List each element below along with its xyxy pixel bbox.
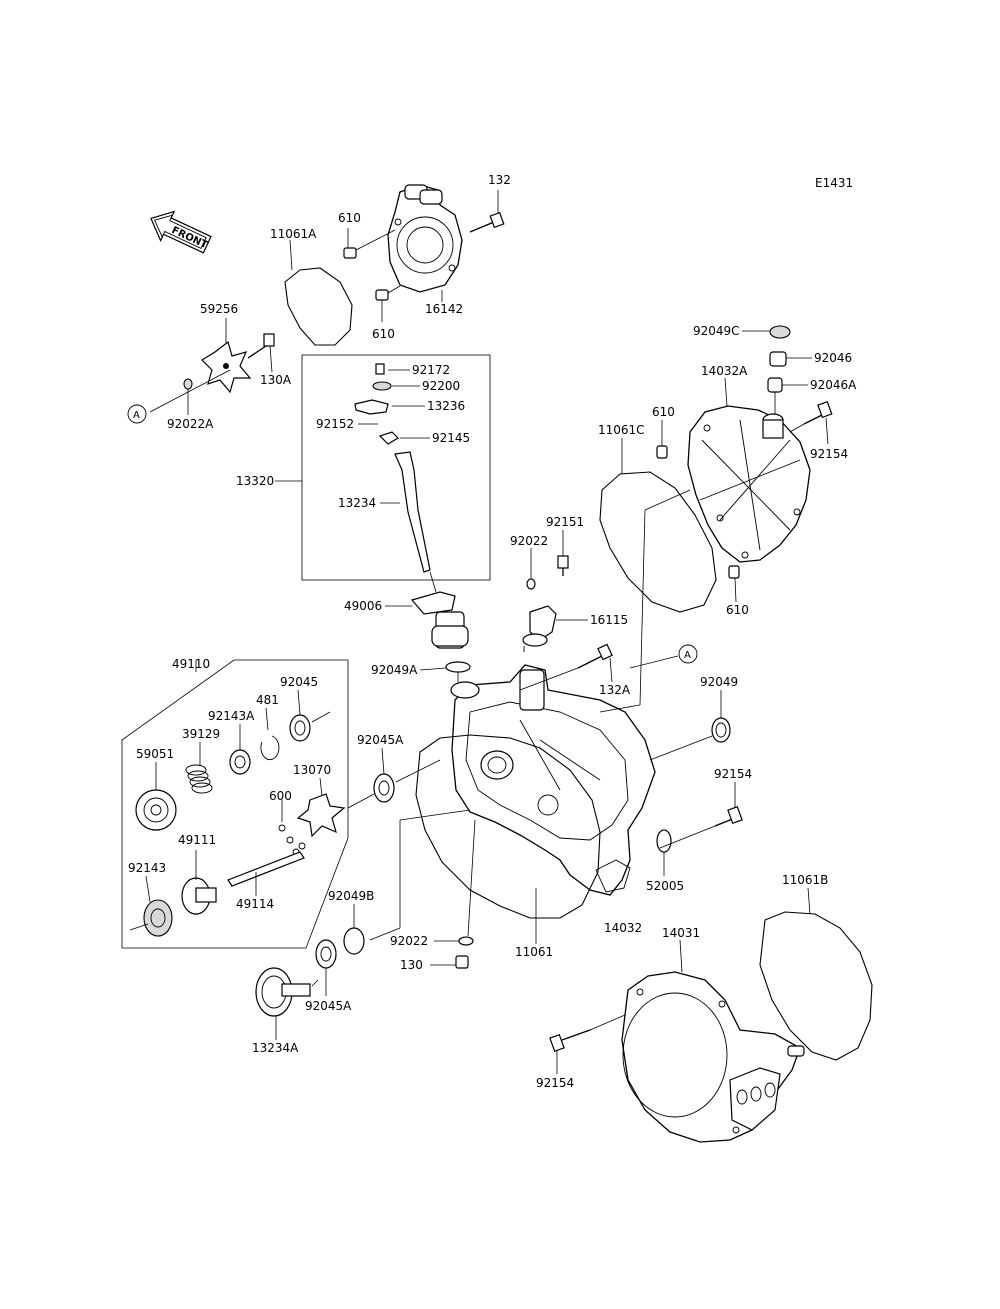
label-92045: 92045 xyxy=(280,675,318,689)
shaft-assembly-13320 xyxy=(354,363,431,573)
gear-13234A xyxy=(255,967,319,1040)
label-16142: 16142 xyxy=(425,302,463,316)
gasket-11061A xyxy=(284,267,353,346)
label-130: 130 xyxy=(400,958,423,972)
label-92154: 92154 xyxy=(810,447,848,461)
label-92200: 92200 xyxy=(422,379,460,393)
label-92045A: 92045A xyxy=(357,733,404,747)
gasket-11061B xyxy=(759,911,873,1061)
label-92022: 92022 xyxy=(390,934,428,948)
seal-92049C xyxy=(769,325,791,339)
label-11061C: 11061C xyxy=(598,423,645,437)
label-92143A: 92143A xyxy=(208,709,255,723)
gasket-11061C xyxy=(599,471,717,613)
water-pump-cover xyxy=(387,184,463,293)
label-13070: 13070 xyxy=(293,763,331,777)
label-13320: 13320 xyxy=(236,474,274,488)
front-arrow-icon: FRONT xyxy=(150,210,212,254)
impeller-59256 xyxy=(149,318,275,415)
label-92172: 92172 xyxy=(412,363,450,377)
seal-52005 xyxy=(656,829,672,853)
label-14032: 14032 xyxy=(604,921,642,935)
label-49110: 49110 xyxy=(172,657,210,671)
bolt-92151 xyxy=(557,530,569,576)
ref-marker-a-right: A xyxy=(678,644,698,664)
label-92154: 92154 xyxy=(536,1076,574,1090)
svg-text:A: A xyxy=(133,410,140,421)
gasket-11061 xyxy=(415,734,601,919)
label-92046A: 92046A xyxy=(810,378,857,392)
label-481: 481 xyxy=(256,693,279,707)
bolt-92154-bottom xyxy=(549,1014,626,1074)
label-610: 610 xyxy=(726,603,749,617)
assembly-box-13320 xyxy=(301,354,491,581)
label-130A: 130A xyxy=(260,373,292,387)
clutch-cover-14032 xyxy=(450,664,656,896)
label-49006: 49006 xyxy=(344,599,382,613)
seal-92049B xyxy=(343,927,365,955)
bearing-92045A-bottom xyxy=(315,939,337,969)
label-13234A: 13234A xyxy=(252,1041,299,1055)
label-610: 610 xyxy=(372,327,395,341)
label-92046: 92046 xyxy=(814,351,852,365)
label-14031: 14031 xyxy=(662,926,700,940)
part-labels: 132 610 11061A 610 16142 59256 130A 9202… xyxy=(128,173,857,1090)
label-11061B: 11061B xyxy=(782,873,828,887)
label-92151: 92151 xyxy=(546,515,584,529)
label-14032A: 14032A xyxy=(701,364,748,378)
label-92145: 92145 xyxy=(432,431,470,445)
label-11061A: 11061A xyxy=(270,227,317,241)
bushing-92046 xyxy=(769,351,787,367)
outer-cover-14032A xyxy=(687,377,811,563)
bearing-92045A-middle xyxy=(373,773,395,803)
dowel-610-right-bottom xyxy=(728,565,740,579)
ref-marker-a-left: A xyxy=(127,404,147,424)
label-13234: 13234 xyxy=(338,496,376,510)
label-92022A: 92022A xyxy=(167,417,214,431)
label-11061: 11061 xyxy=(515,945,553,959)
label-92049: 92049 xyxy=(700,675,738,689)
label-92022: 92022 xyxy=(510,534,548,548)
kit-box-49110 xyxy=(121,659,349,949)
label-49114: 49114 xyxy=(236,897,274,911)
label-92143: 92143 xyxy=(128,861,166,875)
bolt-92154-middle xyxy=(659,782,743,849)
label-52005: 52005 xyxy=(646,879,684,893)
diagram-code: E1431 xyxy=(815,176,853,190)
label-132A: 132A xyxy=(599,683,631,697)
label-16115: 16115 xyxy=(590,613,628,627)
filler-cap-16115 xyxy=(522,605,588,652)
oil-seal-92049 xyxy=(711,717,731,743)
kit-49110-parts xyxy=(129,689,346,937)
label-600: 600 xyxy=(269,789,292,803)
bolt-130 xyxy=(455,955,469,969)
label-92049C: 92049C xyxy=(693,324,740,338)
label-92049B: 92049B xyxy=(328,889,374,903)
label-92154: 92154 xyxy=(714,767,752,781)
label-39129: 39129 xyxy=(182,727,220,741)
label-49111: 49111 xyxy=(178,833,216,847)
oring-92049A xyxy=(445,661,471,673)
bolt-132 xyxy=(469,190,505,233)
label-59051: 59051 xyxy=(136,747,174,761)
label-92045A: 92045A xyxy=(305,999,352,1013)
bolt-92154-top xyxy=(789,400,833,445)
label-610: 610 xyxy=(652,405,675,419)
label-59256: 59256 xyxy=(200,302,238,316)
label-610: 610 xyxy=(338,211,361,225)
bushing-92046A xyxy=(767,377,783,393)
bolt-132A xyxy=(519,643,613,691)
washer-92022-top xyxy=(526,578,536,590)
washer-92022-bottom xyxy=(458,936,474,946)
magneto-cover-14031 xyxy=(621,939,805,1143)
label-92049A: 92049A xyxy=(371,663,418,677)
label-13236: 13236 xyxy=(427,399,465,413)
dowel-610-right-top xyxy=(656,445,668,459)
svg-text:A: A xyxy=(684,650,691,661)
label-92152: 92152 xyxy=(316,417,354,431)
label-132: 132 xyxy=(488,173,511,187)
pump-drive-49006 xyxy=(385,571,469,649)
dowel-pins-pump xyxy=(343,228,401,322)
